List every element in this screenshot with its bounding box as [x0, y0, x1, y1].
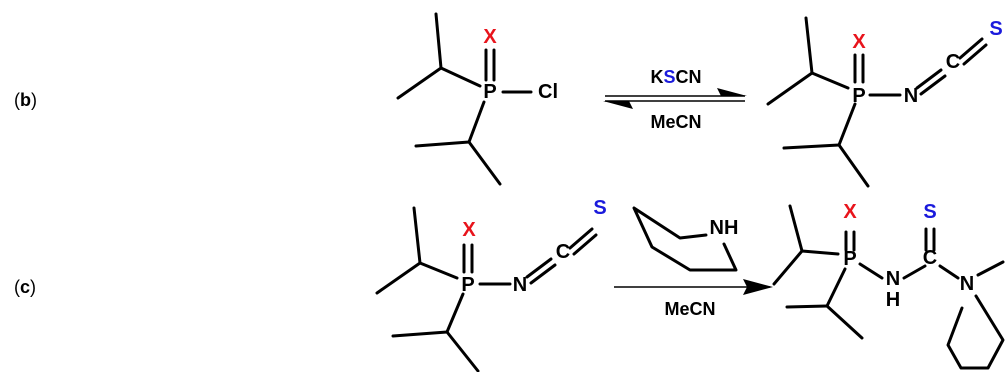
bond [800, 249, 840, 256]
double-bond [915, 68, 943, 90]
piperidine-reagent: NH [632, 206, 739, 272]
atom-p: P [852, 85, 865, 107]
bond [418, 261, 459, 280]
atom-c: C [923, 247, 937, 269]
double-bond [919, 74, 947, 96]
bond [772, 249, 804, 286]
equilibrium-arrow [603, 88, 747, 109]
bond [788, 204, 804, 253]
reverse-arrow-head [603, 101, 633, 109]
panel-c-reactant: X P N C S [375, 197, 607, 372]
double-bond [958, 37, 984, 60]
bond [825, 304, 864, 340]
atom-p: P [843, 248, 856, 270]
atom-h: H [886, 289, 900, 311]
piperidine-ring-bond [976, 260, 1005, 277]
reagent-mecn: MeCN [650, 112, 701, 132]
atom-cl: Cl [538, 81, 558, 103]
bond [445, 292, 465, 334]
reaction-arrow [614, 279, 773, 295]
bond [766, 71, 814, 106]
atom-s: S [593, 197, 606, 219]
atom-n: N [904, 85, 918, 107]
bond [414, 140, 471, 148]
bond [412, 206, 422, 265]
panel-label-c: (c) [14, 277, 36, 297]
atom-p: P [483, 81, 496, 103]
atom-s: S [923, 201, 936, 223]
bond [858, 262, 884, 280]
bond [825, 267, 847, 308]
forward-arrow-head [717, 88, 747, 96]
bond [837, 102, 857, 147]
atom-n-piperidine: N [960, 273, 974, 295]
panel-c-product: X P N H C S N [772, 201, 1005, 370]
atom-x: X [852, 31, 866, 53]
atom-x: X [462, 219, 476, 241]
double-bond [962, 43, 988, 66]
atom-nh: NH [710, 217, 739, 239]
reagent-mecn: MeCN [664, 299, 715, 319]
double-bond [529, 263, 557, 285]
bond [782, 143, 841, 150]
bond [804, 16, 814, 75]
bond [434, 12, 443, 70]
atom-n: N [513, 274, 527, 296]
panel-label-b: (b) [14, 90, 37, 110]
piperidine-ring [632, 206, 738, 272]
bond [375, 261, 422, 295]
panel-b-reactant: X P Cl [396, 12, 558, 186]
piperidine-ring [946, 294, 1005, 370]
reagent-kscn: KSCN [650, 67, 701, 87]
bond [810, 71, 850, 90]
bond [837, 143, 870, 188]
bond [467, 100, 486, 144]
bond [902, 264, 927, 280]
double-bond [568, 227, 594, 250]
bond [391, 330, 449, 338]
atom-c: C [556, 241, 570, 263]
atom-x: X [843, 201, 857, 223]
arrow-head [743, 279, 773, 295]
double-bond [572, 233, 598, 256]
double-bond [525, 257, 553, 279]
atom-n-amide: N [886, 268, 900, 290]
atom-x: X [483, 26, 497, 48]
bond [938, 264, 960, 280]
bond [439, 66, 482, 88]
bond [445, 330, 480, 372]
atom-c: C [946, 51, 960, 73]
panel-b-product: X P N C S [766, 16, 1003, 188]
atom-p: P [461, 274, 474, 296]
bond [396, 66, 443, 100]
bond [785, 304, 829, 309]
bond [467, 140, 502, 186]
atom-s: S [989, 18, 1002, 40]
